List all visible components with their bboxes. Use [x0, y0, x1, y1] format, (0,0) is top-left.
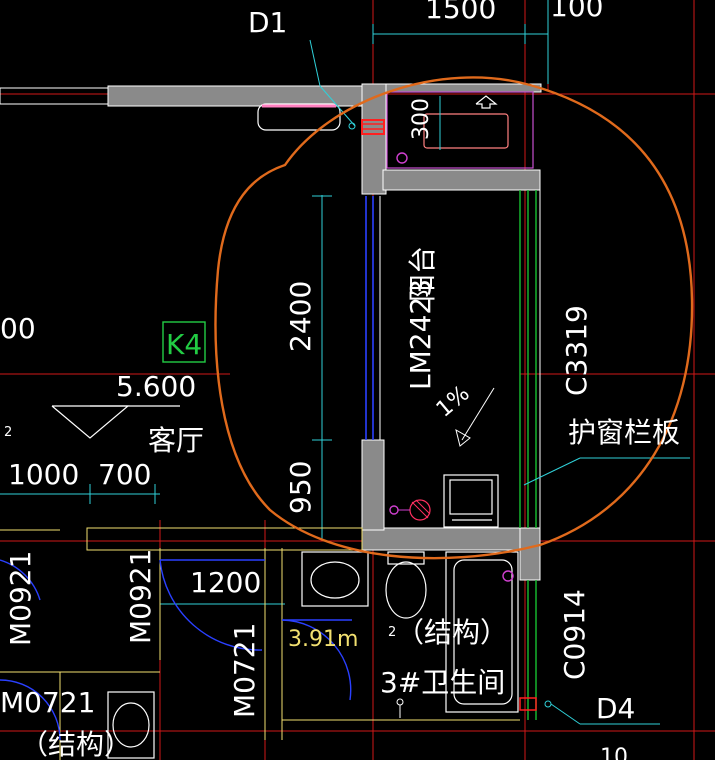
label-dim-300: 300 [409, 98, 434, 140]
label-structure-b: （结构） [20, 728, 132, 760]
label-k4: K4 [166, 328, 202, 361]
label-dim-1500: 1500 [425, 0, 496, 25]
lower-walls [0, 527, 520, 760]
label-m0921-a: M0921 [4, 551, 37, 646]
level-marker [51, 405, 180, 439]
label-height-391: 3.91m [288, 627, 358, 652]
bathroom-fixtures [107, 551, 660, 759]
label-dim-1000: 1000 [8, 458, 79, 491]
label-dim-00: 00 [0, 312, 36, 345]
label-m0721-b: M0721 [228, 623, 261, 718]
label-dim-700: 700 [98, 458, 151, 491]
label-dim-950: 950 [284, 461, 317, 514]
label-bottom-partial: 10 [600, 745, 628, 760]
label-guard-panel: 护窗栏板 [568, 416, 680, 449]
label-small-2b: 2 [388, 625, 396, 640]
highlight-circle [214, 76, 694, 560]
label-structure-a: （结构） [396, 616, 508, 649]
label-dim-2400: 2400 [284, 281, 317, 352]
label-m0721-a: M0721 [0, 686, 95, 719]
label-d4: D4 [596, 692, 635, 725]
label-c3319: C3319 [560, 305, 593, 396]
label-balcony: 阳台 [406, 246, 439, 302]
balcony-window [519, 190, 690, 528]
label-lm2423: LM2423 [404, 279, 437, 390]
label-elevation: 5.600 [116, 370, 196, 403]
k4-box [162, 321, 206, 363]
dimension-lines [0, 0, 549, 605]
label-d1: D1 [248, 6, 287, 39]
red-pipe-marker [361, 119, 385, 135]
label-c0914: C0914 [558, 589, 591, 680]
label-bathroom: 3#卫生间 [380, 666, 505, 699]
label-dim-100: 100 [550, 0, 603, 23]
ac-unit [257, 103, 341, 131]
label-m0921-b: M0921 [124, 549, 157, 644]
label-dim-1200: 1200 [190, 566, 261, 599]
label-small-2a: 2 [4, 425, 12, 440]
balcony-fixtures [389, 387, 499, 528]
label-living-room: 客厅 [148, 424, 204, 457]
balcony-door [365, 196, 381, 440]
door-swings [0, 559, 352, 741]
label-slope: 1% [432, 381, 475, 423]
storage-room [386, 91, 534, 169]
walls [0, 83, 542, 581]
